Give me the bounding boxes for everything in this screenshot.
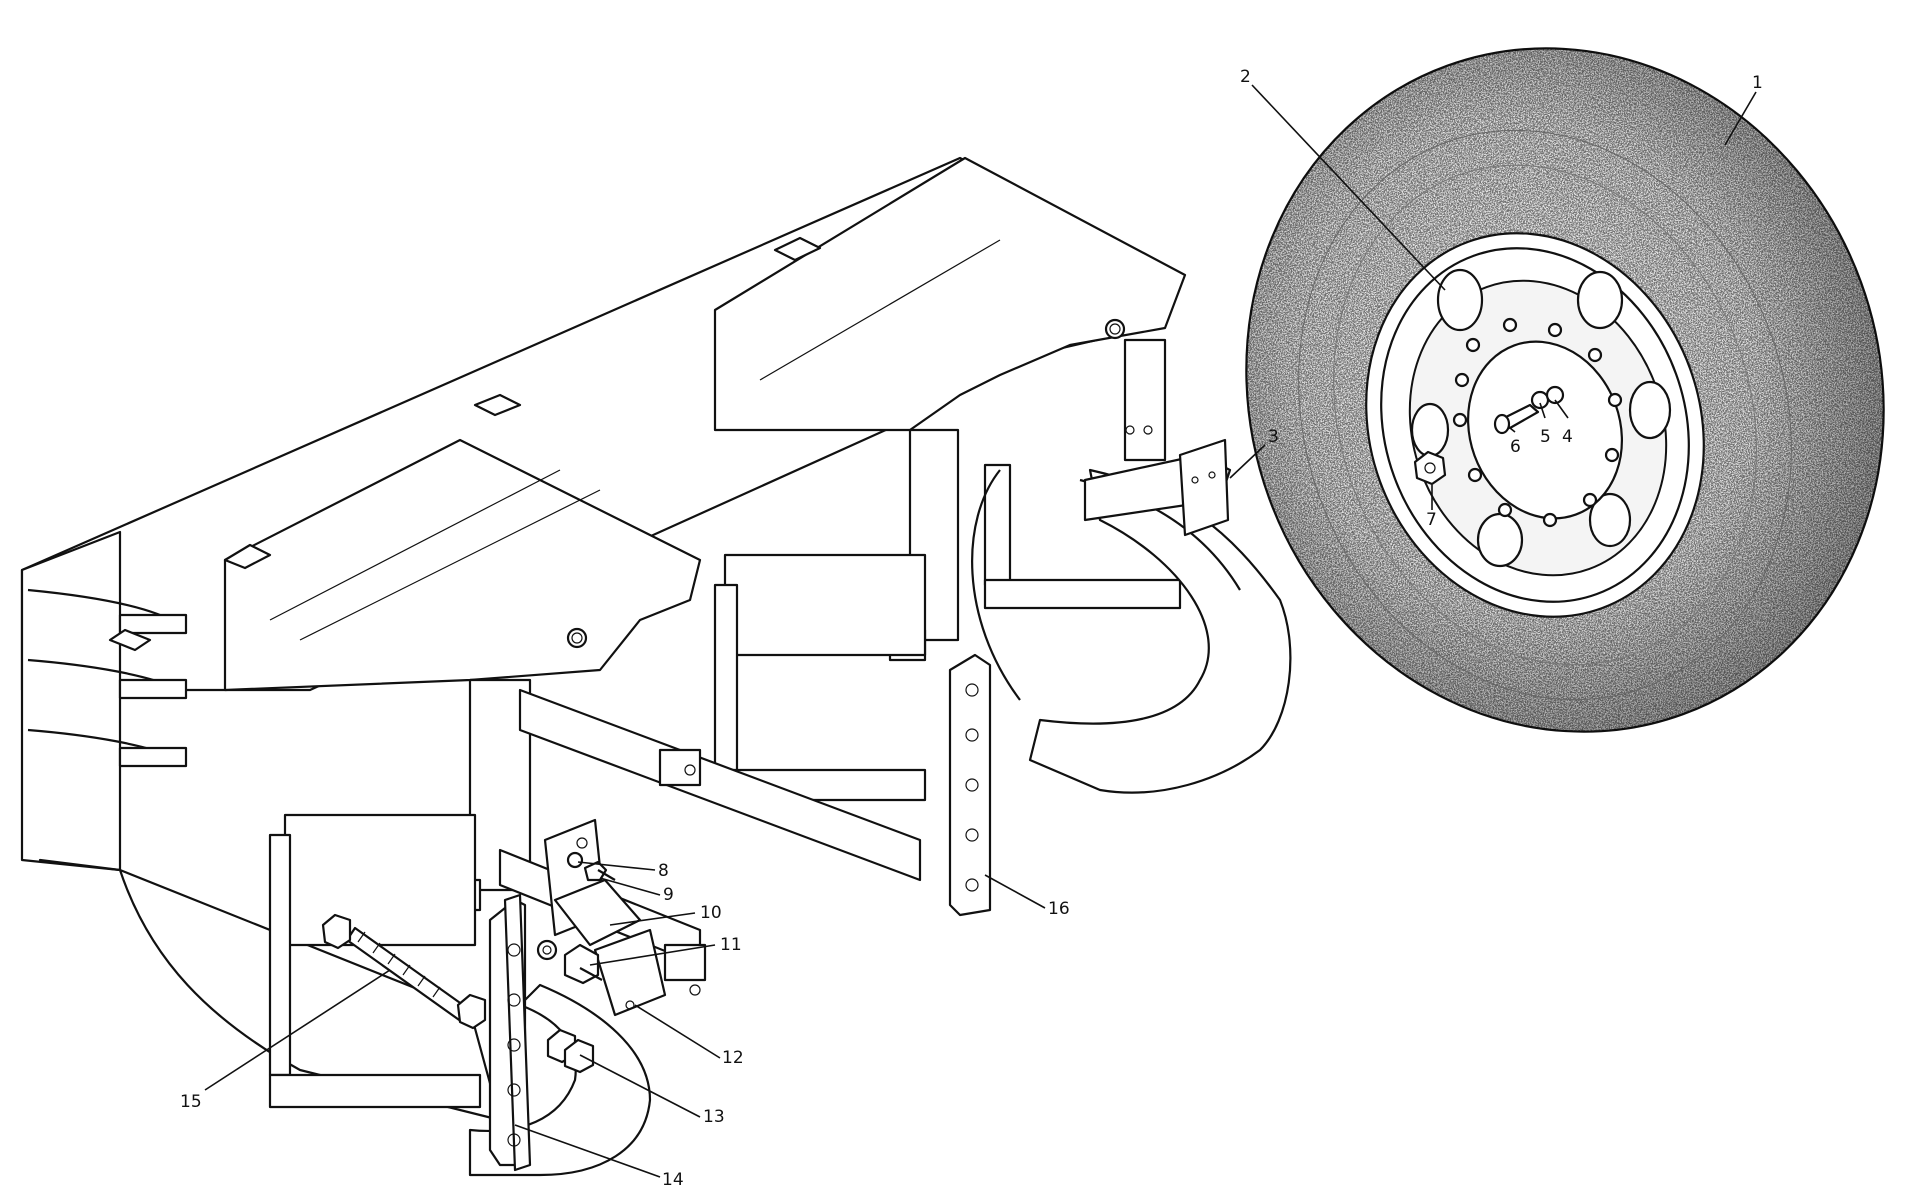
callout-6: 6 xyxy=(1510,437,1521,457)
callout-labels: 1 2 3 4 5 6 7 8 9 10 11 12 13 14 15 16 xyxy=(180,67,1763,1190)
callout-3: 3 xyxy=(1268,427,1279,447)
callout-4: 4 xyxy=(1562,427,1573,447)
bracket-3 xyxy=(1178,438,1230,537)
rear-curved-shell xyxy=(971,453,1292,794)
callout-13: 13 xyxy=(703,1107,725,1127)
callout-16: 16 xyxy=(1048,899,1070,919)
callout-12: 12 xyxy=(722,1048,744,1068)
callout-11: 11 xyxy=(720,935,742,955)
bracket-plate xyxy=(543,818,667,1017)
leader-lines xyxy=(204,84,1757,1178)
hardware xyxy=(536,851,616,1074)
callout-10: 10 xyxy=(700,903,722,923)
wheel-assembly xyxy=(1245,47,1885,733)
callout-8: 8 xyxy=(658,861,669,881)
callout-2: 2 xyxy=(1240,67,1251,87)
threaded-rod xyxy=(321,913,487,1030)
callout-15: 15 xyxy=(180,1092,202,1112)
callout-7: 7 xyxy=(1426,510,1437,530)
perforated-bar-14 xyxy=(488,893,532,1172)
callout-1: 1 xyxy=(1752,73,1763,93)
callout-9: 9 xyxy=(663,885,674,905)
callout-5: 5 xyxy=(1540,427,1551,447)
counterweight-frame xyxy=(20,156,1187,1122)
callout-14: 14 xyxy=(662,1170,684,1190)
perforated-bar-16 xyxy=(948,653,992,917)
